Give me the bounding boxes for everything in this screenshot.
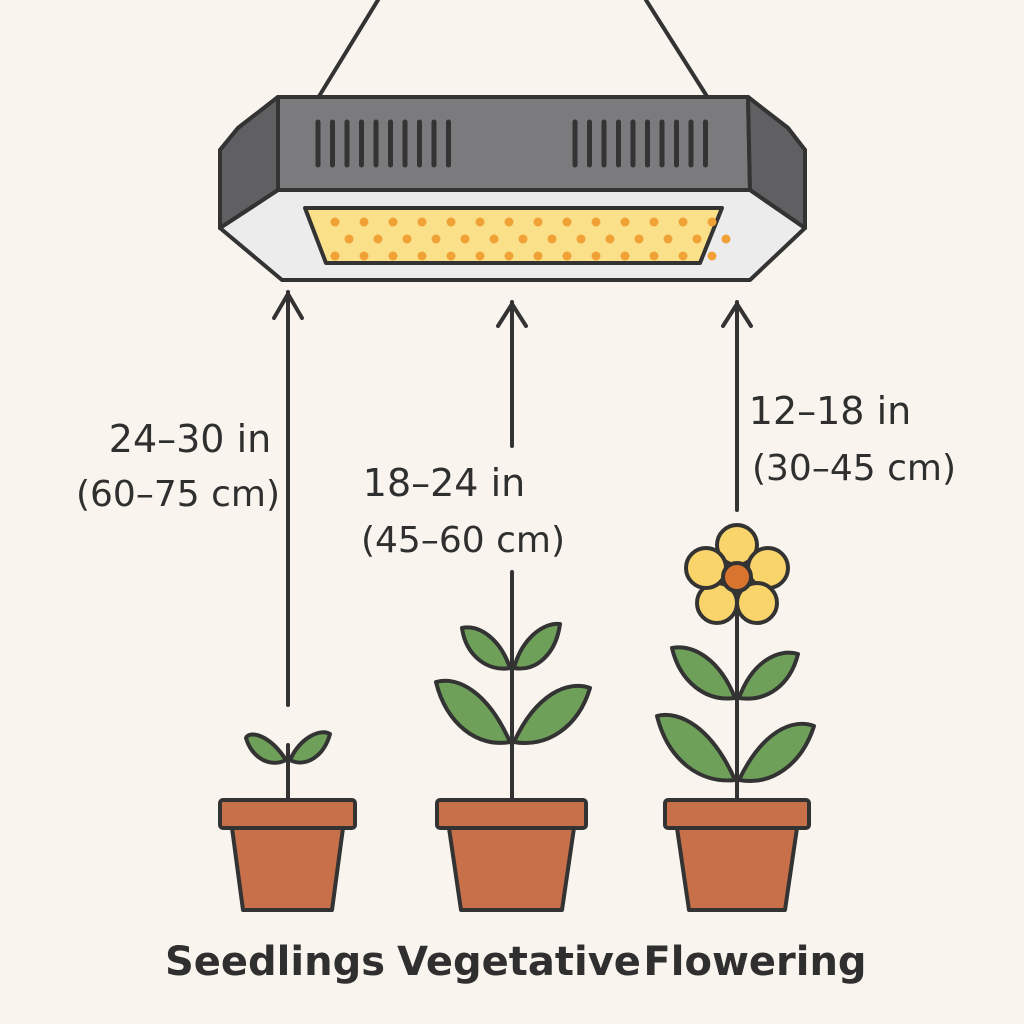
led-dot bbox=[605, 234, 615, 244]
led-dot bbox=[460, 234, 470, 244]
led-dot bbox=[591, 251, 601, 261]
led-dot bbox=[446, 251, 456, 261]
label-seedlings: Seedlings bbox=[165, 939, 385, 985]
pot-vegetative bbox=[435, 798, 588, 912]
led-dot bbox=[359, 217, 369, 227]
vent-slots bbox=[315, 119, 708, 168]
hanging-cord-left bbox=[316, 0, 380, 100]
distance-arrow-vegetative bbox=[496, 300, 528, 642]
led-dot bbox=[692, 234, 702, 244]
label-vegetative: Vegetative bbox=[397, 939, 641, 985]
led-dot bbox=[475, 217, 485, 227]
led-dot bbox=[518, 234, 528, 244]
vegetative-distance-cm: (45–60 cm) bbox=[361, 520, 565, 561]
led-dot bbox=[591, 217, 601, 227]
pot-flowering bbox=[663, 798, 811, 912]
flowering-plant bbox=[655, 523, 816, 802]
flower bbox=[684, 523, 790, 625]
led-dot bbox=[359, 251, 369, 261]
seedlings-distance-in: 24–30 in bbox=[109, 417, 271, 461]
led-dot bbox=[446, 217, 456, 227]
led-dot bbox=[663, 234, 673, 244]
distance-arrow-flowering bbox=[721, 300, 753, 512]
led-dot bbox=[417, 251, 427, 261]
vegetative-distance-in: 18–24 in bbox=[363, 461, 525, 505]
led-dot bbox=[620, 217, 630, 227]
led-dot bbox=[417, 217, 427, 227]
led-dots bbox=[330, 217, 731, 261]
led-dot bbox=[504, 251, 514, 261]
led-dot bbox=[634, 234, 644, 244]
led-dot bbox=[533, 217, 543, 227]
led-dot bbox=[649, 217, 659, 227]
vegetative-plant bbox=[434, 621, 592, 802]
led-dot bbox=[330, 251, 340, 261]
led-dot bbox=[388, 217, 398, 227]
led-dot bbox=[533, 251, 543, 261]
led-dot bbox=[547, 234, 557, 244]
led-dot bbox=[402, 234, 412, 244]
led-dot bbox=[431, 234, 441, 244]
led-dot bbox=[576, 234, 586, 244]
led-dot bbox=[721, 234, 731, 244]
led-panel bbox=[303, 206, 724, 265]
led-dot bbox=[707, 217, 717, 227]
led-dot bbox=[707, 251, 717, 261]
led-dot bbox=[678, 251, 688, 261]
led-dot bbox=[330, 217, 340, 227]
grow-light-fixture bbox=[218, 95, 807, 282]
distance-arrow-seedlings bbox=[272, 290, 304, 707]
seedlings-distance-cm: (60–75 cm) bbox=[76, 474, 280, 515]
led-dot bbox=[649, 251, 659, 261]
pot-seedlings bbox=[218, 798, 357, 912]
led-dot bbox=[475, 251, 485, 261]
led-dot bbox=[504, 217, 514, 227]
flowering-distance-cm: (30–45 cm) bbox=[752, 448, 956, 489]
seedling-plant bbox=[244, 730, 332, 802]
led-dot bbox=[678, 217, 688, 227]
hanging-cord-right bbox=[644, 0, 710, 100]
led-dot bbox=[562, 217, 572, 227]
led-dot bbox=[489, 234, 499, 244]
label-flowering: Flowering bbox=[643, 939, 866, 985]
led-dot bbox=[620, 251, 630, 261]
led-dot bbox=[562, 251, 572, 261]
flowering-distance-in: 12–18 in bbox=[749, 389, 911, 433]
led-dot bbox=[373, 234, 383, 244]
led-dot bbox=[388, 251, 398, 261]
led-dot bbox=[344, 234, 354, 244]
